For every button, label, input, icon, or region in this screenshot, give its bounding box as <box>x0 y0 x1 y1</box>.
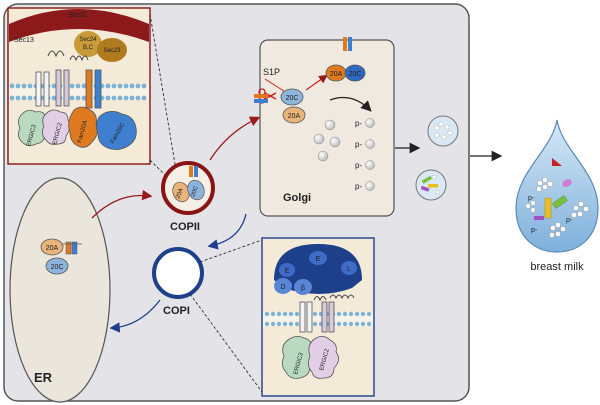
golgi-to-copi-arrow <box>207 213 247 250</box>
svg-text:p-: p- <box>355 161 362 170</box>
svg-text:p-: p- <box>355 182 362 191</box>
substrate-spheres <box>313 119 341 162</box>
golgi-20c-protein <box>280 88 304 106</box>
sec24-sub-label: B,C <box>83 45 94 51</box>
er-20c-label: 20C <box>51 264 64 271</box>
ergic3-label-bottom: ERGIC3 <box>293 352 305 376</box>
copi-label: COPI <box>163 305 190 317</box>
ergic2-protein-bottom <box>308 336 339 379</box>
phosphorylated-substrates: p- p- p- p- <box>355 118 375 191</box>
copii-inset: Sec31 Sec13 Sec24 B,C Sec23 ERGIC3 ERGIC… <box>7 7 151 165</box>
copi-d-label: D <box>280 284 285 291</box>
fam20a-protein <box>68 106 98 148</box>
copi-to-er-arrow <box>109 299 161 333</box>
ergic2-protein-top <box>42 109 70 145</box>
copi-e-label-1: E <box>316 256 321 263</box>
ergic3-protein-bottom <box>282 336 314 379</box>
transmembrane-helices <box>35 69 102 109</box>
golgi-20a-label-b: 20A <box>288 113 301 120</box>
ergic3-label-top: ERGIC3 <box>26 124 38 148</box>
er-label: ER <box>34 370 53 385</box>
copii-label: COPII <box>170 221 200 233</box>
copi-inset: E E L D β ERGIC3 ERGIC2 <box>261 237 375 397</box>
copii-to-golgi-arrow <box>209 116 261 161</box>
er-organelle <box>9 177 111 403</box>
breast-milk-label: breast milk <box>530 261 584 273</box>
svg-text:p-: p- <box>355 140 362 149</box>
golgi-20a-protein-b <box>282 106 306 124</box>
golgi-20c-dim-protein <box>344 64 366 82</box>
copi-b-label: β <box>301 285 305 292</box>
breast-milk-drop: p- p- p- <box>515 119 599 253</box>
sec24-label: Sec24 <box>79 37 97 43</box>
copi-l-label: L <box>347 266 351 273</box>
golgi-20a-label: 20A <box>330 71 343 78</box>
sec23-protein <box>97 38 127 62</box>
sec24-protein <box>74 31 102 57</box>
milk-p-label-3: p- <box>566 217 573 224</box>
secretory-vesicle-1 <box>427 115 459 147</box>
copii-20c-label: 20C <box>190 185 200 198</box>
ergic2-label-bottom: ERGIC2 <box>319 348 331 372</box>
golgi-20c-label: 20C <box>286 95 299 102</box>
copi-e-label-2: E <box>285 268 290 275</box>
er-20a-label: 20A <box>46 245 59 252</box>
secretory-vesicle-2 <box>415 169 447 201</box>
copi-vesicle <box>152 247 204 299</box>
sec31-label: Sec31 <box>68 12 88 19</box>
er-20a-protein <box>40 238 64 256</box>
ergic3-protein-top <box>18 110 48 146</box>
golgi-20c-dim-label: 20C <box>349 71 362 78</box>
s1p-label: S1P <box>263 67 280 77</box>
milk-p-label-2: p- <box>531 227 538 234</box>
golgi-label: Golgi <box>283 192 311 204</box>
fam20c-protein <box>96 111 137 150</box>
er-to-copii-arrow <box>91 189 153 219</box>
fam20a-label-top: Fam20A <box>77 120 89 143</box>
svg-text:p-: p- <box>355 119 362 128</box>
er-20c-protein <box>45 257 69 275</box>
copi-coat <box>274 244 362 294</box>
milk-p-label-1: p- <box>528 195 535 202</box>
ergic2-label-top: ERGIC2 <box>52 122 64 146</box>
sec31-coat <box>9 9 149 42</box>
sec23-label: Sec23 <box>103 48 121 54</box>
copii-20a-label: 20A <box>175 188 184 200</box>
sec13-label: Sec13 <box>14 37 34 44</box>
